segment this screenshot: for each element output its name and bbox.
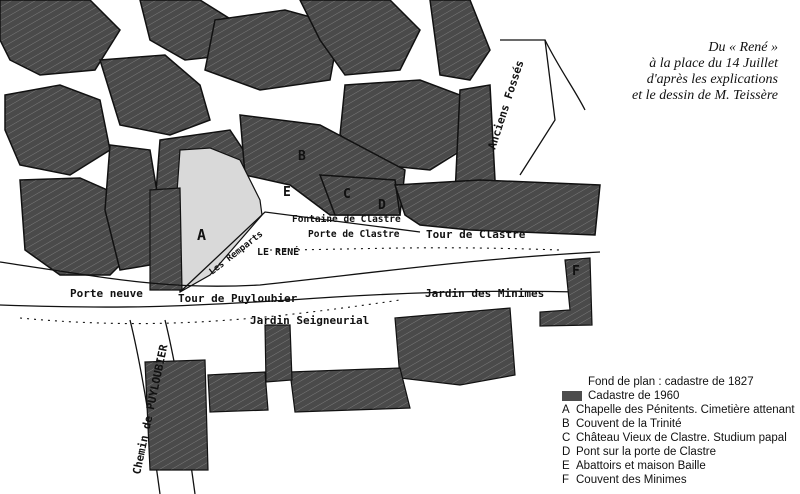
label-fontaine-clastre: Fontaine de Clastre — [292, 214, 401, 225]
legend-letter: A — [562, 404, 570, 416]
garden-dots — [19, 247, 561, 325]
legend-text: Fond de plan : cadastre de 1827 — [588, 376, 754, 388]
minimes-block — [539, 257, 593, 327]
legend-letter: B — [562, 418, 570, 430]
title-line-1: Du « René » — [708, 40, 778, 55]
legend-text: Abattoirs et maison Baille — [576, 460, 706, 472]
legend-text: Couvent de la Trinité — [576, 418, 682, 430]
marker-c: C — [343, 187, 351, 202]
legend-row: C Château Vieux de Clastre. Studium papa… — [562, 431, 795, 445]
marker-a: A — [197, 226, 206, 244]
marker-f: F — [572, 264, 580, 279]
legend-row: Cadastre de 1960 — [562, 389, 795, 403]
legend-row: Fond de plan : cadastre de 1827 — [562, 375, 795, 389]
legend-row: D Pont sur la porte de Clastre — [562, 445, 795, 459]
label-tour-clastre: Tour de Clastre — [426, 228, 526, 241]
legend-row: B Couvent de la Trinité — [562, 417, 795, 431]
title-line-3: d'après les explications — [646, 72, 778, 87]
lower-blocks — [144, 307, 516, 471]
legend-text: Pont sur la porte de Clastre — [576, 446, 716, 458]
marker-e: E — [283, 185, 291, 200]
label-le-rene: LE RENÉ — [257, 245, 299, 258]
legend-letter: C — [562, 432, 571, 444]
label-jardin-minimes: Jardin des Minimes — [425, 287, 544, 300]
legend-letter: E — [562, 460, 570, 472]
label-porte-neuve: Porte neuve — [70, 287, 143, 300]
legend-text: Chapelle des Pénitents. Cimetière attena… — [576, 404, 795, 416]
legend-text: Château Vieux de Clastre. Studium papal — [576, 432, 787, 444]
title-line-4: et le dessin de M. Teissère — [632, 88, 778, 103]
title-line-2: à la place du 14 Juillet — [649, 56, 778, 71]
chapel-area — [149, 147, 263, 293]
label-porte-clastre: Porte de Clastre — [308, 229, 400, 240]
map-title: Du « René » à la place du 14 Juillet d'a… — [632, 40, 778, 104]
legend-letter: D — [562, 446, 571, 458]
legend-swatch-dark — [562, 391, 582, 401]
legend-row: A Chapelle des Pénitents. Cimetière atte… — [562, 403, 795, 417]
legend-text: Cadastre de 1960 — [588, 390, 680, 402]
legend-swatch-plain — [562, 377, 582, 387]
legend-row: E Abattoirs et maison Baille — [562, 459, 795, 473]
legend-letter: F — [562, 474, 570, 486]
label-tour-puyloubier: Tour de Puyloubier — [178, 292, 298, 305]
marker-d: D — [378, 198, 386, 213]
legend-row: F Couvent des Minimes — [562, 473, 795, 487]
marker-b: B — [298, 149, 306, 164]
central-buildings — [239, 84, 601, 236]
legend-text: Couvent des Minimes — [576, 474, 687, 486]
map-legend: Fond de plan : cadastre de 1827 Cadastre… — [562, 375, 795, 487]
label-jardin-seigneurial: Jardin Seigneurial — [250, 314, 369, 327]
